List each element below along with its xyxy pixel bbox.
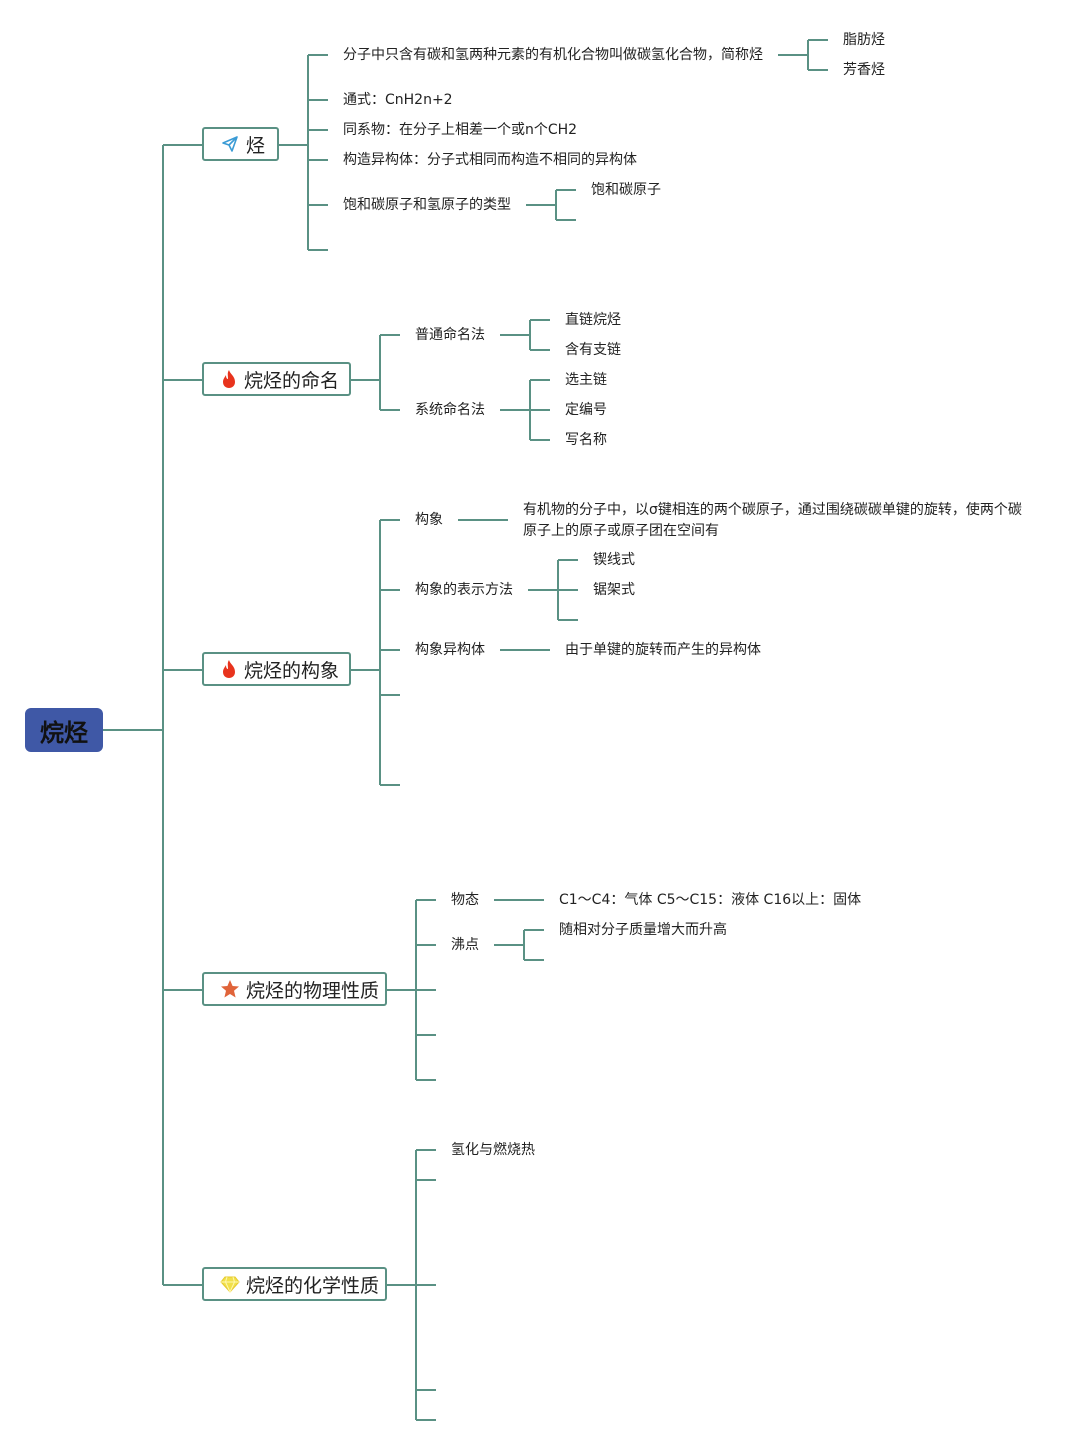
- node-atom-types[interactable]: 饱和碳原子和氢原子的类型: [343, 197, 511, 213]
- node-boiling-trend[interactable]: 随相对分子质量增大而升高: [559, 922, 727, 938]
- node-definition[interactable]: 分子中只含有碳和氢两种元素的有机化合物叫做碳氢化合物，简称烃: [343, 47, 763, 63]
- node-numbering[interactable]: 定编号: [565, 402, 607, 418]
- paper-plane-icon: [220, 134, 240, 154]
- branch-label: 烃: [245, 134, 265, 157]
- node-straight-chain[interactable]: 直链烷烃: [565, 312, 621, 328]
- fire-icon: [220, 659, 238, 679]
- diamond-icon: [220, 1274, 240, 1294]
- node-conformer-definition[interactable]: 由于单键的旋转而产生的异构体: [565, 642, 761, 658]
- node-state-by-carbon[interactable]: C1～C4：气体 C5～C15：液体 C16以上：固体: [559, 892, 862, 908]
- node-sawhorse-formula[interactable]: 锯架式: [593, 582, 635, 598]
- root-node[interactable]: 烷烃: [25, 708, 103, 752]
- node-select-main-chain[interactable]: 选主链: [565, 372, 607, 388]
- branch-conformation[interactable]: 烷烃的构象: [202, 652, 351, 686]
- node-branched-chain[interactable]: 含有支链: [565, 342, 621, 358]
- node-boiling-point[interactable]: 沸点: [451, 937, 479, 953]
- node-hydrogenation-combustion[interactable]: 氢化与燃烧热: [451, 1142, 535, 1158]
- fire-icon: [220, 369, 238, 389]
- node-representation[interactable]: 构象的表示方法: [415, 582, 513, 598]
- branch-nomenclature[interactable]: 烷烃的命名: [202, 362, 351, 396]
- node-homologue[interactable]: 同系物：在分子上相差一个或n个CH2: [343, 122, 578, 138]
- node-aliphatic[interactable]: 脂肪烃: [843, 32, 885, 48]
- branch-hydrocarbon[interactable]: 烃: [202, 127, 279, 161]
- node-systematic-naming[interactable]: 系统命名法: [415, 402, 485, 418]
- node-physical-state[interactable]: 物态: [451, 892, 479, 908]
- node-wedge-formula[interactable]: 锲线式: [593, 552, 635, 568]
- node-conformer[interactable]: 构象异构体: [415, 642, 485, 658]
- node-conformation-definition[interactable]: 有机物的分子中，以σ键相连的两个碳原子，通过围绕碳碳单键的旋转，使两个碳原子上的…: [523, 502, 1022, 539]
- node-saturated-carbon[interactable]: 饱和碳原子: [591, 182, 661, 198]
- branch-label: 烷烃的命名: [244, 369, 340, 392]
- branch-label: 烷烃的物理性质: [246, 979, 380, 1002]
- node-conformation[interactable]: 构象: [415, 512, 443, 528]
- branch-chemical-properties[interactable]: 烷烃的化学性质: [202, 1267, 387, 1301]
- node-structural-isomer[interactable]: 构造异构体：分子式相同而构造不相同的异构体: [343, 152, 637, 168]
- root-label: 烷烃: [40, 718, 88, 747]
- node-aromatic[interactable]: 芳香烃: [843, 62, 885, 78]
- star-icon: [220, 979, 240, 999]
- node-general-formula[interactable]: 通式：CnH2n+2: [343, 92, 453, 108]
- node-write-name[interactable]: 写名称: [565, 432, 607, 448]
- branch-label: 烷烃的构象: [244, 659, 340, 682]
- branch-physical-properties[interactable]: 烷烃的物理性质: [202, 972, 387, 1006]
- branch-label: 烷烃的化学性质: [246, 1274, 380, 1297]
- node-common-naming[interactable]: 普通命名法: [415, 327, 485, 343]
